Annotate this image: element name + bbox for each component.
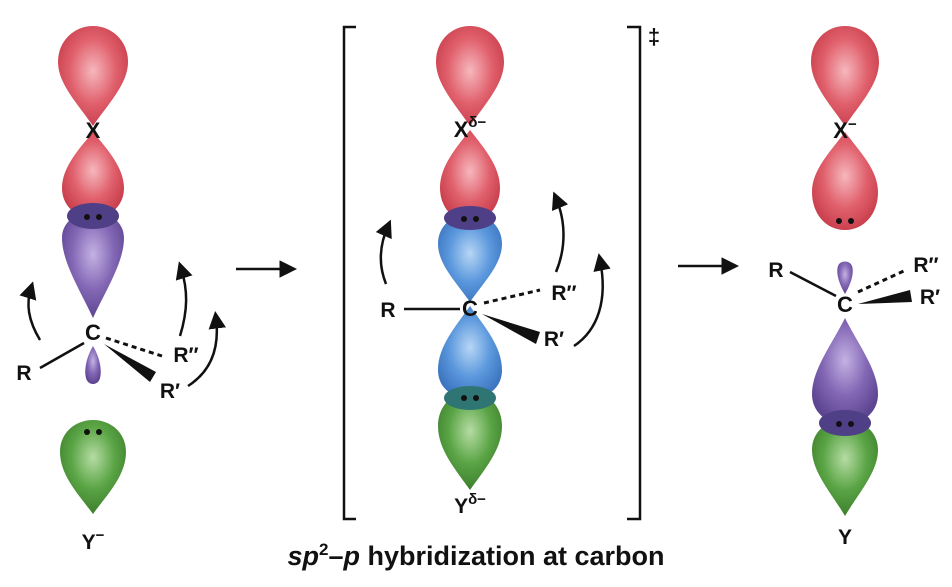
product-r-prime-label: R′ [920,286,940,309]
ts-p-orbital-bottom-lobe [438,306,502,398]
product-r-double-prime-label: R″ [913,254,938,277]
ts-x-orbital-top-lobe [436,26,504,126]
reactant-carbon-label: C [85,320,101,345]
ts-top-overlap [444,206,496,230]
ts-carbon-label: C [462,296,478,321]
electron-dot [96,214,102,220]
reactant-r-double-prime-label: R″ [173,344,198,367]
product-complex: X− C R R″ R′ Y [768,26,940,549]
electron-dot [84,429,90,435]
transition-state: ‡ Xδ− C R R″ R′ Yδ− [342,24,660,521]
caption-dash: – [328,541,344,571]
ts-r-label: R [380,299,395,322]
reactant-nucleophile-label: Y− [82,527,105,554]
product-x-orbital-bottom-lobe [812,132,878,230]
nucleophile-orbital [60,420,126,514]
umbrella-arrow-right [187,311,226,388]
ts-r-double-prime-bond [483,288,541,305]
product-r-label: R [768,259,783,282]
product-y-label: Y [838,526,852,549]
caption-superscript: 2 [318,540,329,559]
reactant-r-label: R [16,362,31,385]
electron-dot [836,421,842,427]
ts-arrow-left [375,219,392,285]
reactant-complex: X C R R″ R′ Y− [16,26,226,554]
ts-x-label: Xδ− [454,114,487,142]
product-r-prime-wedge [858,290,912,304]
umbrella-arrow-mid [175,261,193,337]
caption-p: p [343,541,360,571]
reactant-r-prime-label: R′ [160,380,180,403]
r-bond [39,341,85,370]
electron-dot [848,218,854,224]
ts-r-prime-wedge [482,314,540,344]
umbrella-arrow-left [19,281,42,341]
r-prime-wedge [104,344,156,382]
right-bracket [627,25,642,521]
electron-dot [848,421,854,427]
product-carbon-large-lobe [812,318,878,424]
bonding-overlap [67,203,119,229]
product-carbon-label: C [837,292,853,317]
caption-sp: sp [287,541,319,571]
product-r-double-prime-bond [857,268,907,294]
electron-dot [461,395,467,401]
electron-dot [96,429,102,435]
ts-y-label: Yδ− [454,491,486,518]
figure-caption: sp2–p hybridization at carbon [0,540,952,572]
electron-dot [473,216,479,222]
electron-dot [461,216,467,222]
ts-x-orbital-bottom-lobe [440,130,500,222]
ts-arrow-right [573,253,611,348]
x-orbital-top-lobe [58,26,128,126]
product-r-bond [789,270,837,298]
electron-dot [84,214,90,220]
reactant-x-label: X [86,118,101,143]
electron-dot [836,218,842,224]
caption-text: hybridization at carbon [359,541,665,571]
ts-r-double-prime-label: R″ [551,282,576,305]
carbon-orbital-small-lobe [85,346,101,384]
ts-r-prime-label: R′ [544,328,564,351]
ts-arrow-mid [551,191,569,273]
ts-bottom-overlap [444,386,496,410]
product-overlap [819,410,871,436]
left-bracket [342,25,356,521]
ts-y-orbital [438,392,502,490]
electron-dot [473,395,479,401]
x-orbital-bottom-lobe [62,132,124,218]
product-y-orbital [812,420,878,516]
ts-p-orbital-top-lobe [438,214,502,302]
product-x-orbital-top-lobe [811,26,879,126]
r-double-prime-bond [105,336,163,358]
product-carbon-small-lobe [837,261,853,294]
transition-state-dagger: ‡ [648,24,660,49]
carbon-orbital-large-lobe [62,212,124,318]
product-x-label: X− [833,116,857,143]
